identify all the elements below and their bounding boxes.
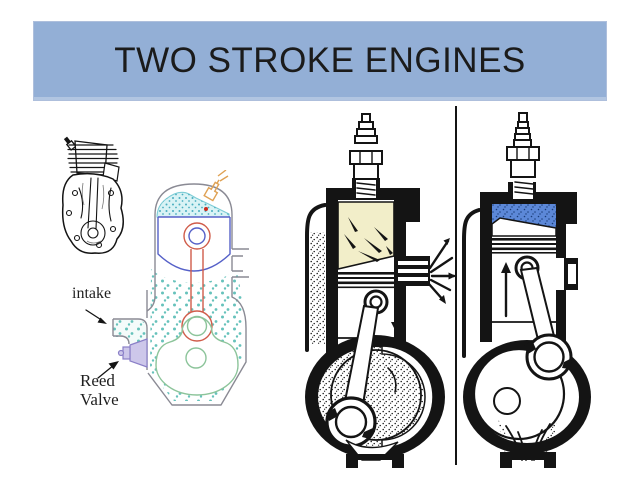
exhaust-blast bbox=[427, 238, 456, 304]
piston-motion-arrow-down bbox=[391, 292, 401, 332]
spark-point bbox=[204, 207, 208, 211]
combustion-chamber bbox=[337, 201, 395, 271]
piston-motion-arrow-up bbox=[501, 262, 511, 318]
reed-valve-label: Reed Valve bbox=[80, 371, 119, 410]
spark-plug-icon bbox=[63, 136, 77, 151]
reed-valve bbox=[117, 338, 148, 368]
intake-arrow-icon bbox=[85, 309, 107, 324]
piston-pin bbox=[188, 227, 206, 245]
combustion-streaks bbox=[344, 217, 393, 262]
compression-stroke-engine-figure bbox=[462, 112, 591, 468]
spark-plug-icon bbox=[203, 170, 229, 211]
intake-label: intake bbox=[72, 285, 112, 302]
spark-plug-icon bbox=[506, 112, 540, 178]
title-banner: TWO STROKE ENGINES bbox=[33, 21, 607, 101]
engine-cutaway-illustration bbox=[61, 136, 124, 254]
cylinder-casing bbox=[462, 179, 578, 358]
cylinder-casing bbox=[305, 178, 430, 354]
crankshaft bbox=[155, 315, 239, 396]
reed-valve-arrow-icon bbox=[97, 361, 119, 379]
spark-plug-icon bbox=[349, 113, 383, 181]
deflector-piston-crown bbox=[491, 217, 557, 237]
piston-rings bbox=[492, 238, 556, 254]
power-stroke-engine-figure bbox=[305, 113, 456, 468]
crankcase bbox=[305, 304, 445, 468]
piston-rings bbox=[338, 272, 394, 289]
connecting-rod bbox=[181, 222, 213, 342]
cross-section-diagram bbox=[112, 170, 249, 406]
slide-title: TWO STROKE ENGINES bbox=[114, 41, 526, 80]
compressed-charge-band bbox=[156, 191, 230, 218]
crankcase bbox=[463, 266, 591, 468]
compressed-charge bbox=[492, 204, 556, 229]
piston-outline bbox=[157, 216, 231, 272]
divider-line bbox=[455, 106, 457, 465]
